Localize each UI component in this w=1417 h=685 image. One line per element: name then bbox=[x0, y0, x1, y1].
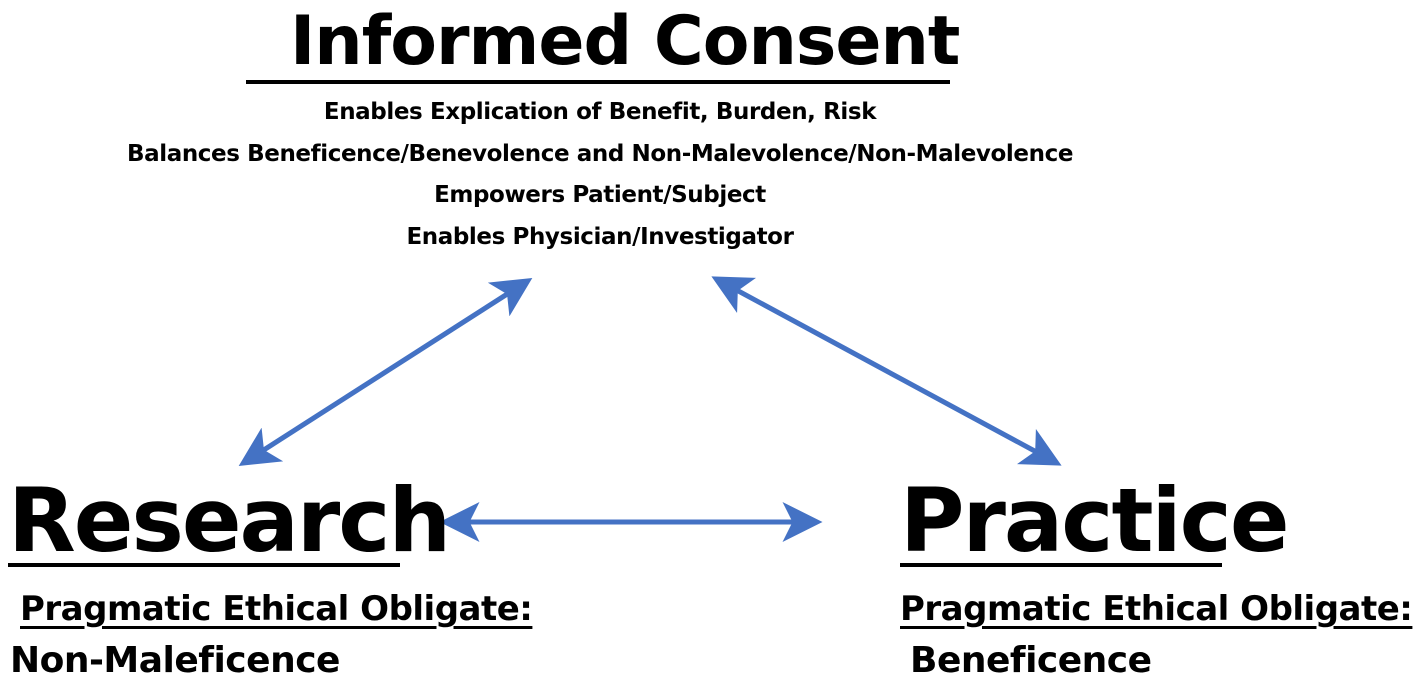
consent-point: Empowers Patient/Subject bbox=[434, 182, 766, 208]
consent-practice-arrow bbox=[711, 276, 1062, 466]
consent-point: Balances Beneficence/Benevolence and Non… bbox=[126, 140, 1074, 167]
consent-point: Enables Physician/Investigator bbox=[406, 223, 794, 250]
research-consent-arrow bbox=[238, 277, 533, 467]
research-title-underline bbox=[8, 563, 400, 567]
research-title: Research bbox=[8, 469, 451, 572]
practice-title: Practice bbox=[900, 469, 1290, 572]
consent-points: Enables Explication of Benefit, Burden, … bbox=[100, 92, 1100, 258]
research-obligate-label: Pragmatic Ethical Obligate: bbox=[20, 589, 533, 629]
consent-title-underline: Informed Consent bbox=[246, 0, 960, 84]
practice-obligate-value: Beneficence bbox=[910, 640, 1152, 681]
research-obligate-value: Non-Maleficence bbox=[10, 640, 340, 681]
consent-title: Informed Consent bbox=[290, 2, 960, 81]
practice-obligate-label: Pragmatic Ethical Obligate: bbox=[900, 589, 1413, 629]
consent-point: Enables Explication of Benefit, Burden, … bbox=[323, 99, 877, 125]
practice-title-underline bbox=[900, 563, 1222, 567]
